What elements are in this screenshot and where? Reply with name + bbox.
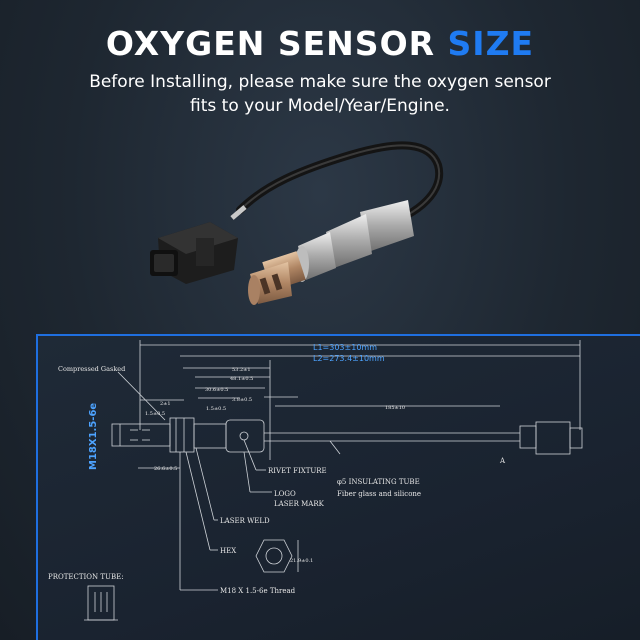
thread-label: M18 X 1.5-6e Thread: [220, 587, 296, 595]
dim-26-bottom: 26.6±0.5: [154, 466, 177, 472]
tube-material-label: Fiber glass and silicone: [337, 490, 421, 498]
title-accent: SIZE: [447, 24, 535, 63]
dim-48: 48.1±0.5: [230, 376, 253, 382]
dim-hex: 21.9±0.1: [290, 558, 313, 564]
sensor-body: [248, 200, 414, 305]
dim-15-a: 1.5±0.5: [145, 411, 165, 417]
laser-weld-label: LASER WELD: [220, 517, 270, 525]
dim-38: 3.8±0.5: [232, 397, 252, 403]
subtitle-line-1: Before Installing, please make sure the …: [89, 72, 551, 92]
page-subtitle: Before Installing, please make sure the …: [40, 70, 600, 118]
logo-label: LOGO: [274, 490, 296, 498]
technical-drawing-panel: [36, 334, 640, 640]
l1-dimension: L1=303±10mm: [313, 343, 377, 352]
page-title: OXYGEN SENSOR SIZE: [0, 24, 640, 63]
hex-label: HEX: [220, 547, 236, 555]
compressed-gasket-label: Compressed Gasked: [58, 365, 125, 373]
thread-size-label: M18X1.5-6e: [88, 403, 99, 470]
rivet-fixture-label: RIVET FIXTURE: [268, 467, 327, 475]
subtitle-line-2: fits to your Model/Year/Engine.: [190, 96, 450, 116]
l2-dimension: L2=273.4±10mm: [313, 354, 385, 363]
section-a-label: A: [499, 457, 506, 465]
dim-53: 53.2±1: [232, 367, 251, 373]
dim-15-b: 1.5±0.5: [206, 406, 226, 412]
dim-185: 185±10: [385, 405, 405, 411]
insulating-tube-label: φ5 INSULATING TUBE: [337, 478, 420, 486]
laser-mark-label: LASER MARK: [274, 500, 325, 508]
dim-30: 30.6±0.5: [205, 387, 228, 393]
connector-plug: [150, 222, 238, 284]
title-main: OXYGEN SENSOR: [105, 24, 448, 63]
dim-2: 2±1: [160, 401, 171, 407]
protection-tube-label: PROTECTION TUBE:: [48, 573, 124, 581]
oxygen-sensor-product-image: [150, 141, 444, 305]
